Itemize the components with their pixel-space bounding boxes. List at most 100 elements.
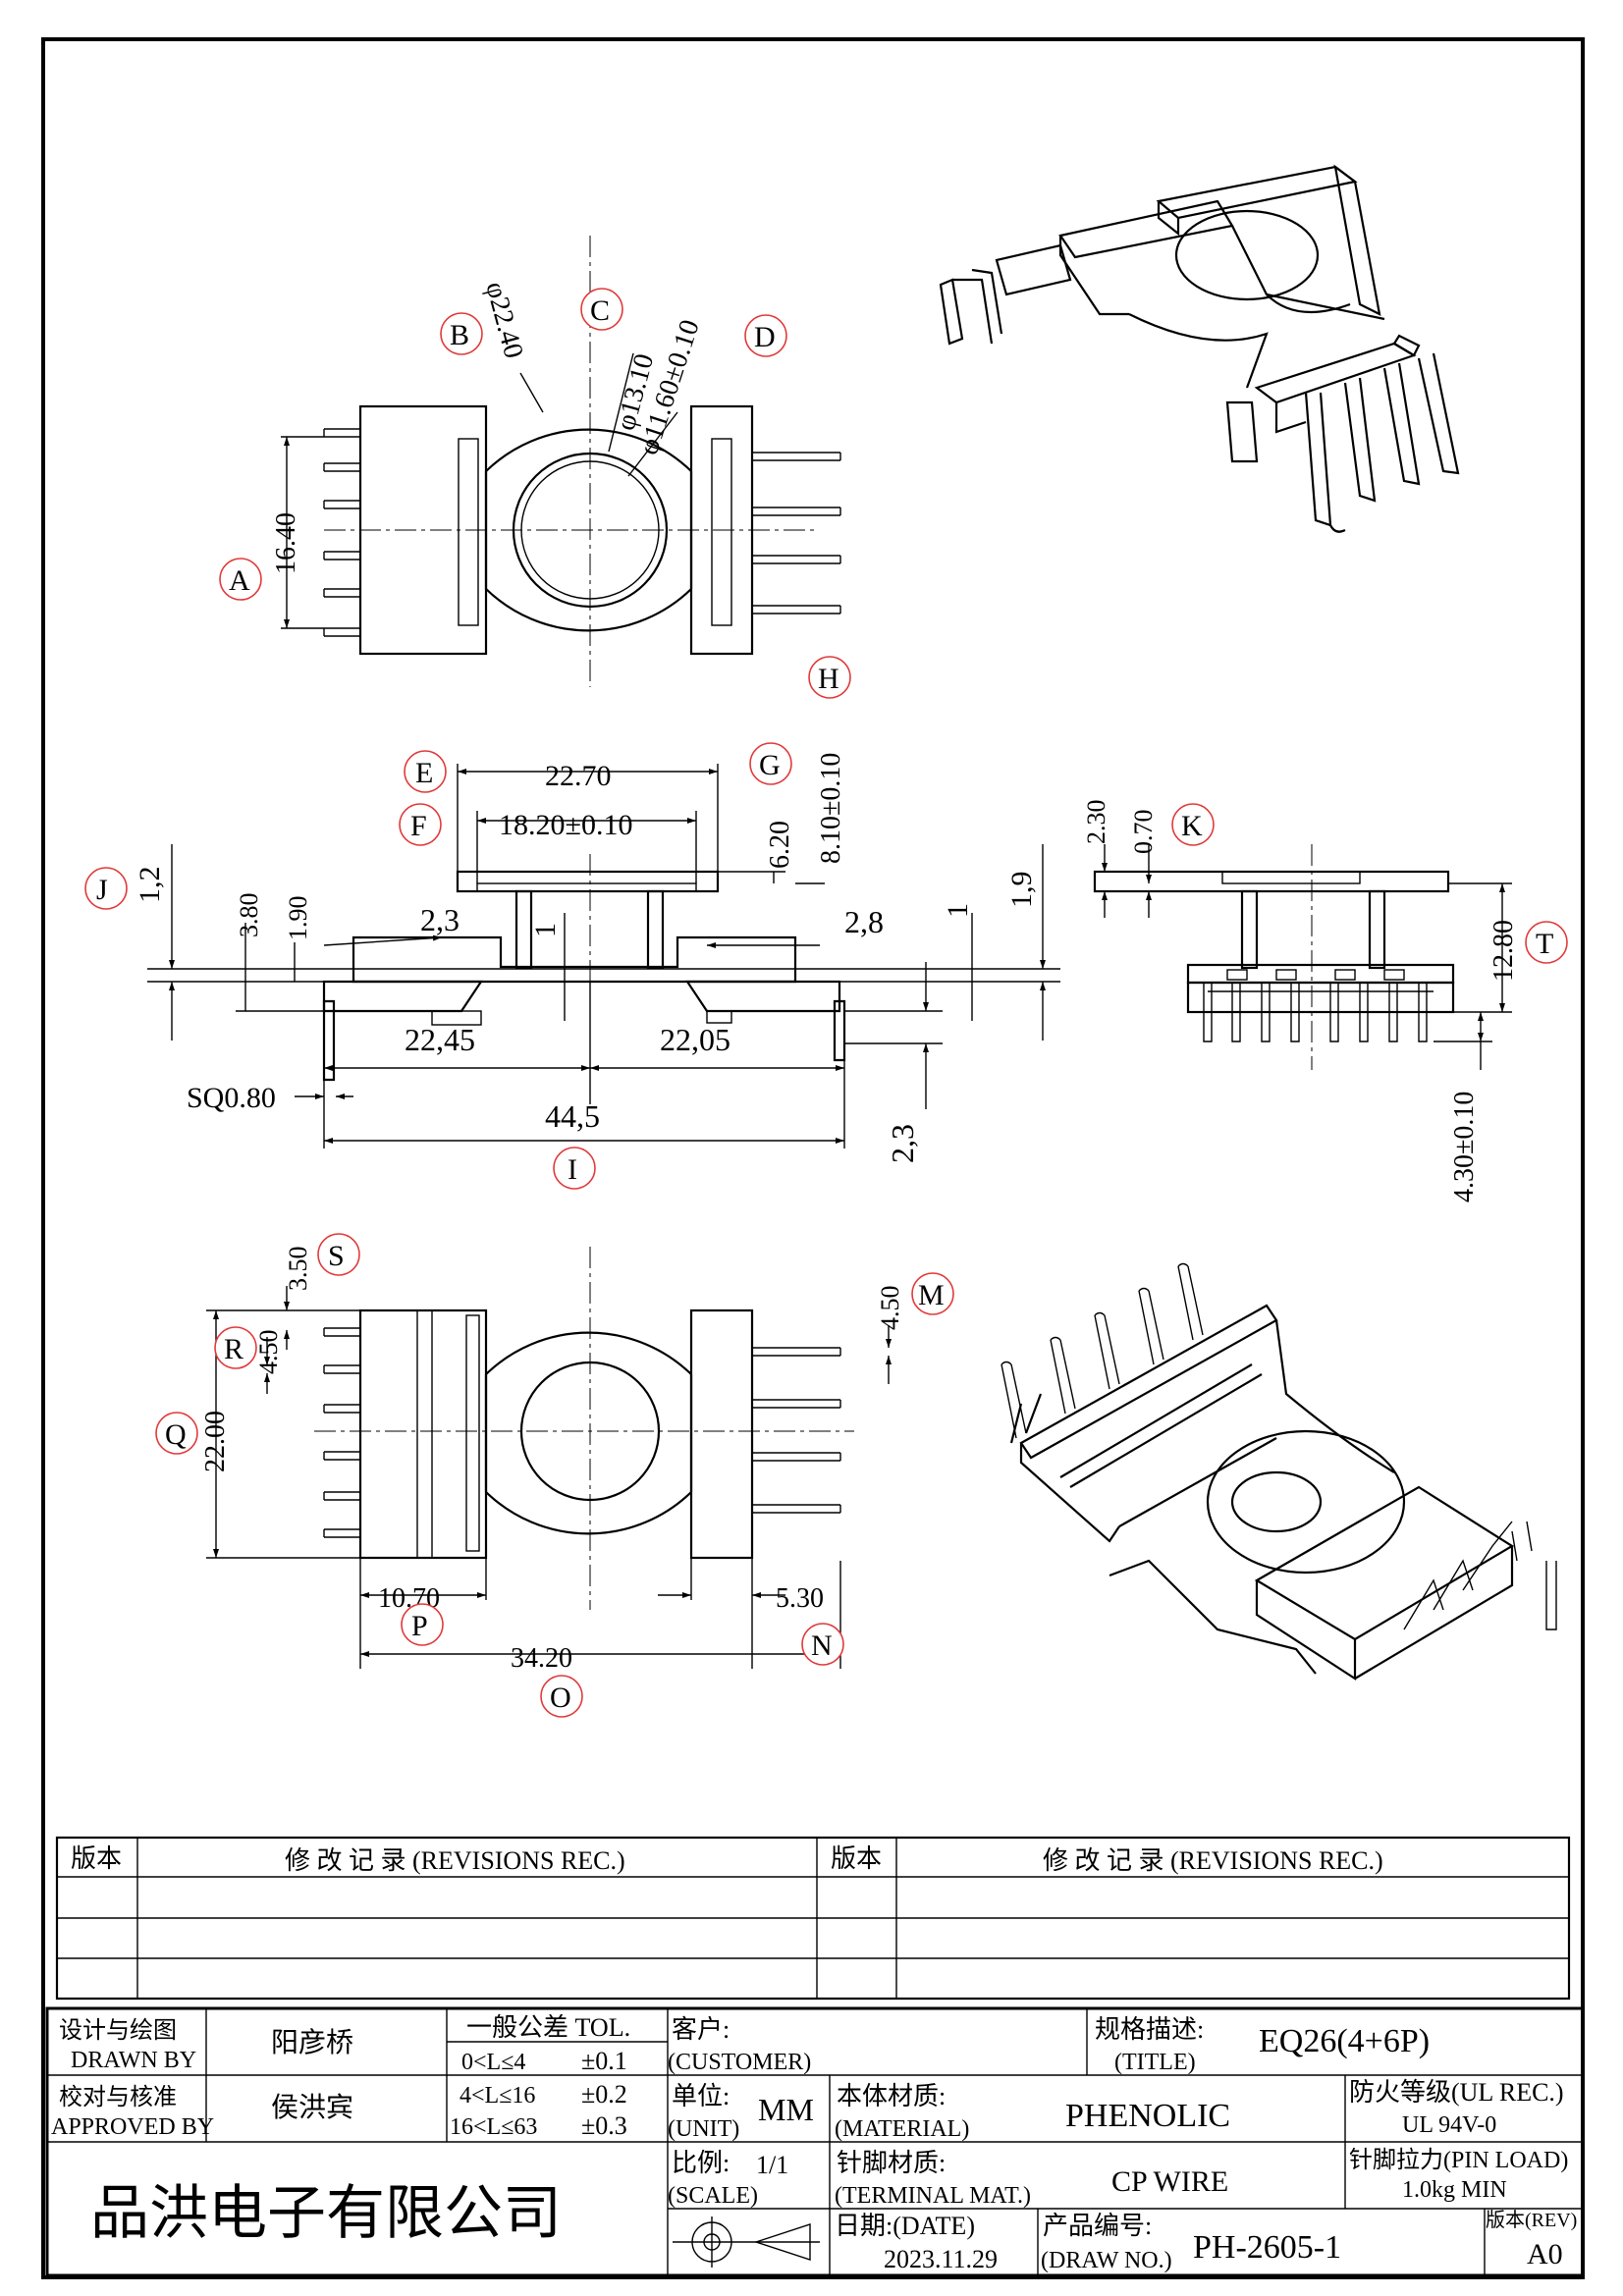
dim-2205-text: 22,05 [660,1022,730,1057]
tol-val-3: ±0.3 [581,2111,627,2140]
date-value: 2023.11.29 [884,2245,998,2273]
date-cn: 日期:(DATE) [835,2212,975,2240]
svg-text:D: D [754,321,776,353]
label-c: C [580,288,623,331]
dim-h-text: 8.10±0.10 [816,753,846,864]
approved-label-cn: 校对与核准 [59,2084,177,2110]
side-view: 2.30 0.70 12.80 4.30±0.10 [1082,800,1519,1203]
dim-f-text: 18.20±0.10 [499,809,632,841]
label-p: P [401,1603,444,1646]
label-k: K [1171,803,1215,846]
pinload-value: 1.0kg MIN [1402,2177,1507,2203]
pinload-cn: 针脚拉力(PIN LOAD) [1349,2147,1568,2173]
dim-190-text: 1.90 [284,896,312,941]
svg-text:M: M [918,1279,945,1311]
unit-en: (UNIT) [668,2116,739,2142]
tol-range-1: 0<L≤4 [461,2050,525,2075]
title-en: (TITLE) [1114,2050,1196,2075]
dim-r-text: 4.50 [254,1330,283,1375]
svg-text:S: S [328,1240,345,1272]
rev-ver-header-1: 版本 [71,1844,122,1873]
front-view: 22.70 18.20±0.10 6.20 8.10±0.10 1,2 3.80… [134,753,1060,1163]
svg-text:O: O [550,1682,571,1714]
svg-text:C: C [590,294,610,327]
material-value: PHENOLIC [1065,2098,1230,2134]
svg-text:T: T [1536,928,1553,960]
approved-name: 侯洪宾 [271,2092,353,2123]
customer-cn: 客户: [672,2015,730,2044]
material-cn: 本体材质: [837,2082,946,2110]
ul-cn: 防火等级(UL REC.) [1349,2078,1564,2107]
label-q: Q [155,1412,198,1455]
terminal-en: (TERMINAL MAT.) [835,2183,1031,2209]
svg-text:A: A [229,564,250,597]
svg-text:Q: Q [165,1418,187,1451]
label-t: T [1525,921,1568,964]
svg-text:K: K [1181,810,1203,842]
dim-sq-text: SQ0.80 [187,1082,276,1114]
dim-q-text: 22.00 [200,1411,231,1472]
dim-t430-text: 4.30±0.10 [1449,1092,1480,1202]
customer-en: (CUSTOMER) [668,2050,811,2075]
title-cn: 规格描述: [1095,2015,1204,2044]
scale-value: 1/1 [756,2151,788,2179]
dim-i-text: 44,5 [545,1098,600,1134]
dim-a-text: 16.40 [271,512,301,574]
dim-b-text: φ22.40 [479,279,528,361]
svg-text:R: R [224,1333,243,1365]
rev-value: A0 [1527,2238,1563,2270]
revisions-table: 版本 修 改 记 录 (REVISIONS REC.) 版本 修 改 记 录 (… [55,1836,1571,2001]
dim-28-text: 2,8 [844,904,884,939]
dim-k070-text: 0.70 [1129,810,1158,855]
dim-s-text: 3.50 [284,1247,312,1292]
label-f: F [399,803,442,846]
label-g: G [749,742,792,785]
label-m: M [911,1272,954,1315]
drawno-cn: 产品编号: [1043,2212,1152,2240]
unit-value: MM [758,2092,814,2127]
scale-cn: 比例: [672,2149,730,2177]
label-s: S [317,1233,360,1276]
svg-text:G: G [759,749,781,781]
dim-j-text: 1,2 [134,867,166,904]
ul-value: UL 94V-0 [1402,2112,1496,2138]
material-en: (MATERIAL) [835,2116,969,2142]
dim-2245-text: 22,45 [405,1022,475,1057]
svg-text:H: H [818,663,839,695]
bottom-view: 22.00 3.50 4.50 4.50 10.70 5.30 34.20 [200,1247,904,1675]
svg-text:E: E [415,757,433,789]
label-b: B [440,312,483,355]
label-h: H [808,656,851,699]
terminal-cn: 针脚材质: [837,2149,946,2177]
company-name: 品洪电子有限公司 [90,2181,562,2246]
tol-header: 一般公差 TOL. [466,2013,630,2042]
projection-symbol-icon [673,2216,820,2268]
svg-text:I: I [568,1153,577,1186]
label-j: J [84,867,128,910]
label-e: E [404,750,447,793]
svg-text:J: J [96,874,108,906]
scale-en: (SCALE) [668,2183,758,2209]
iso-view-top [939,164,1460,533]
label-n: N [801,1623,844,1666]
dim-k230-text: 2.30 [1082,800,1110,845]
label-a: A [219,558,262,601]
dim-t-text: 12.80 [1488,920,1519,982]
svg-text:P: P [411,1610,428,1642]
rev-rec-header-2: 修 改 记 录 (REVISIONS REC.) [1043,1846,1383,1875]
label-o: O [540,1675,583,1718]
sheet-border [41,37,1585,2279]
dim-23b-text: 2,3 [885,1124,920,1163]
unit-cn: 单位: [672,2082,730,2110]
title-block: 设计与绘图 DRAWN BY 阳彦桥 校对与核准 APPROVED BY 侯洪宾… [45,2006,1585,2277]
drawn-label-cn: 设计与绘图 [59,2017,177,2044]
tol-val-1: ±0.1 [581,2047,627,2075]
label-r: R [214,1326,257,1369]
drawn-label-en: DRAWN BY [71,2048,196,2073]
approved-label-en: APPROVED BY [51,2114,214,2140]
label-i: I [553,1147,596,1190]
svg-text:N: N [811,1629,833,1662]
dim-m-text: 4.50 [876,1286,904,1331]
tol-range-2: 4<L≤16 [460,2083,535,2109]
